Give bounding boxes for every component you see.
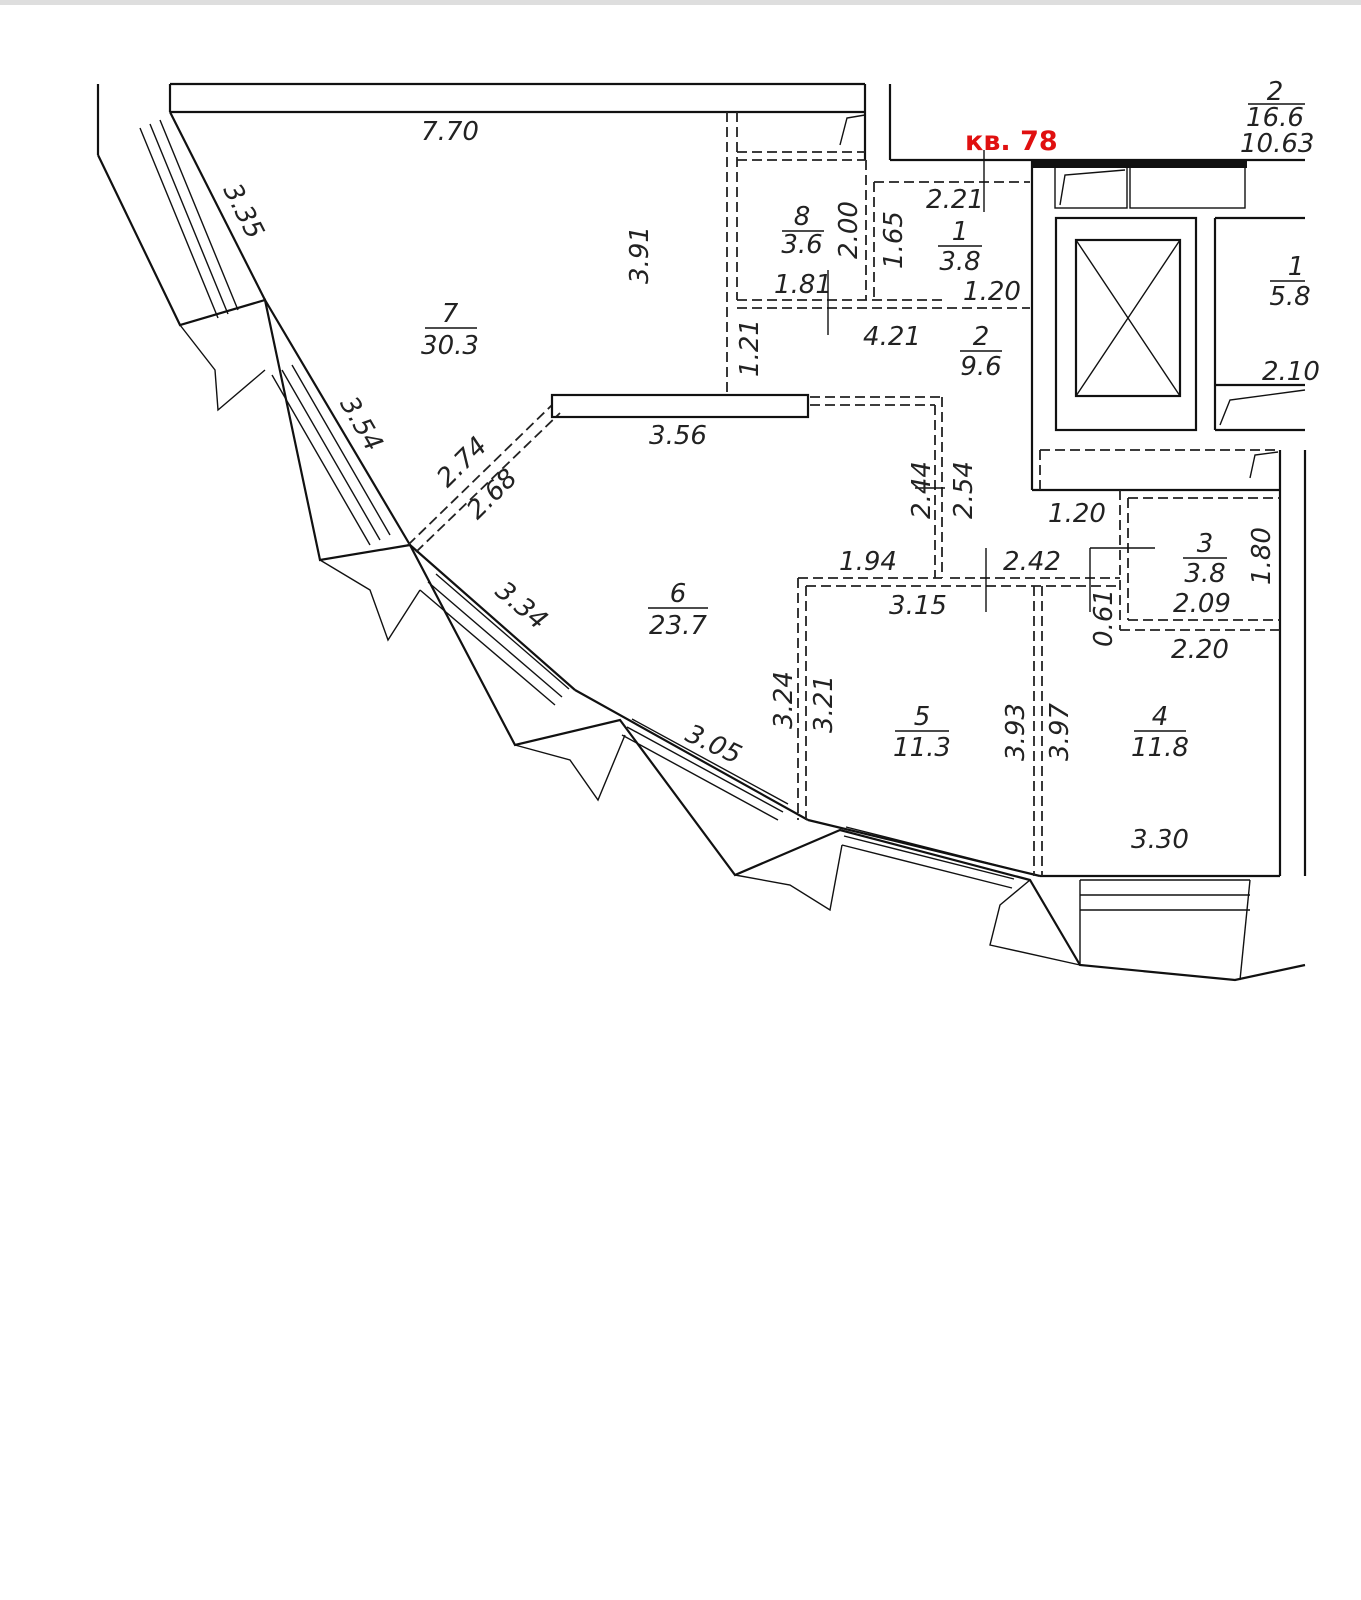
room-area: 5.8: [1269, 282, 1310, 312]
room-7: 7 30.3: [421, 299, 479, 361]
dimension-label: 1.80: [1247, 527, 1277, 585]
room-area: 23.7: [649, 611, 707, 641]
dimension-label: 3.56: [649, 421, 707, 451]
room-neighbor-2: 2 16.6: [1246, 77, 1305, 133]
dimension-label: 2.21: [926, 185, 984, 215]
room-number: 6: [670, 579, 687, 609]
dimension-label: 0.61: [1089, 589, 1119, 647]
room-8: 8 3.6: [781, 202, 824, 260]
dimension-label: 3.91: [625, 226, 655, 284]
room-area: 3.8: [1184, 559, 1225, 589]
room-number: 7: [442, 299, 459, 329]
room-5: 5 11.3: [893, 702, 951, 763]
dimension-label: 3.97: [1045, 703, 1075, 761]
room-2: 2 9.6: [960, 322, 1002, 382]
room-6: 6 23.7: [648, 579, 708, 641]
room-labels: 7 30.3 8 3.6 1 3.8 2 9.6 6 23.7 3 3.8: [421, 77, 1311, 763]
dimension-label: 3.54: [333, 391, 388, 456]
dimension-label: 1.81: [774, 270, 832, 300]
dimension-label: 3.15: [889, 591, 947, 621]
dimension-label: 2.00: [834, 201, 864, 259]
room-area: 3.8: [939, 247, 980, 277]
room-number: 4: [1152, 702, 1169, 732]
room-number: 1: [952, 217, 969, 247]
dimension-label: 3.34: [489, 576, 553, 636]
dimension-label: 3.35: [217, 179, 270, 244]
dimension-label: 10.63: [1240, 129, 1314, 159]
outer-walls: [96, 82, 1307, 878]
dimension-label: 1.20: [1048, 499, 1106, 529]
dimension-label: 2.54: [949, 461, 979, 519]
room-number: 2: [973, 322, 990, 352]
interior-partitions: [407, 112, 1280, 876]
dimension-label: 7.70: [421, 117, 479, 147]
room-number: 8: [794, 202, 811, 232]
room-area: 3.6: [781, 230, 822, 260]
dimension-label: 4.21: [863, 322, 921, 352]
room-area: 9.6: [960, 352, 1001, 382]
elevator-shaft: [839, 114, 1306, 479]
dimension-ticks: [827, 150, 1155, 612]
room-3: 3 3.8: [1183, 529, 1227, 589]
dimension-label: 1.21: [735, 319, 765, 377]
dimension-label: 3.21: [809, 675, 839, 733]
dimension-label: 3.30: [1131, 825, 1189, 855]
dimension-label: 2.10: [1262, 357, 1320, 387]
room-area: 30.3: [421, 331, 479, 361]
top-divider: [0, 0, 1361, 5]
room-neighbor-1: 1 5.8: [1269, 252, 1310, 312]
room-4: 4 11.8: [1131, 702, 1189, 763]
room-1: 1 3.8: [938, 217, 982, 277]
room-number: 1: [1288, 252, 1305, 282]
room-area: 11.8: [1131, 733, 1189, 763]
dimension-label: 3.24: [769, 671, 799, 729]
room-area: 16.6: [1246, 103, 1304, 133]
dimension-label: 2.20: [1171, 635, 1229, 665]
room-number: 5: [914, 702, 931, 732]
apartment-label: кв. 78: [965, 126, 1058, 157]
dimension-label: 1.20: [963, 277, 1021, 307]
dimension-label: 1.65: [879, 211, 909, 269]
curved-facade: [97, 111, 1306, 982]
room-number: 3: [1197, 529, 1214, 559]
dimension-label: 3.93: [1001, 703, 1031, 761]
dimension-label: 2.09: [1173, 589, 1231, 619]
room-area: 11.3: [893, 733, 951, 763]
room-number: 2: [1267, 77, 1284, 107]
dimension-label: 2.44: [907, 461, 937, 519]
dimension-label: 2.42: [1003, 547, 1061, 577]
dimension-label: 1.94: [839, 547, 897, 577]
